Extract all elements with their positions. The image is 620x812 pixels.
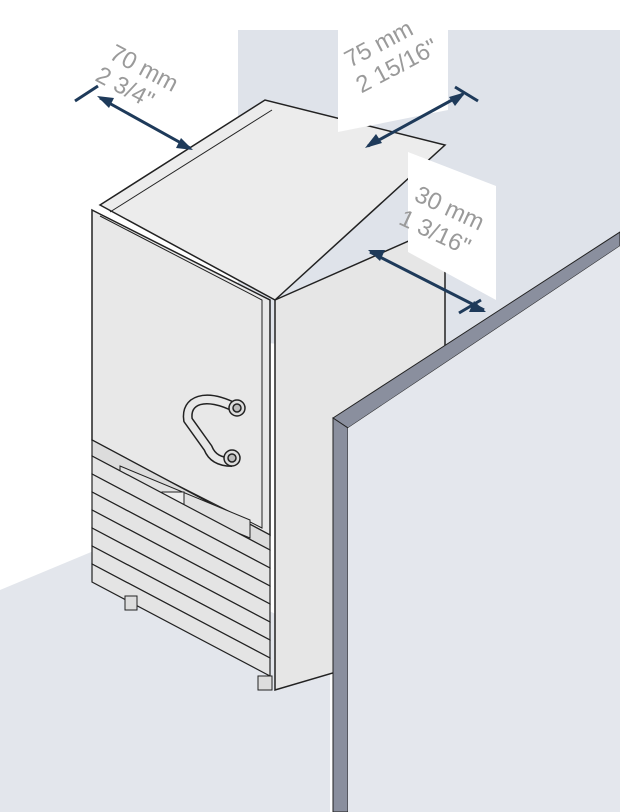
- dimension-arrow-top-right: [365, 85, 479, 148]
- foot-right: [257, 675, 273, 691]
- front-wall-face: [348, 246, 620, 812]
- door-handle: [182, 394, 246, 467]
- foot-left: [124, 595, 138, 611]
- dimension-arrow-right-side: [368, 250, 486, 315]
- cabinet-top-edge: [109, 109, 273, 213]
- cabinet-top: [98, 99, 447, 301]
- dimension-arrow-top-left: [74, 84, 193, 150]
- label-bg-right-side: [408, 152, 496, 300]
- front-wall-left-edge: [332, 417, 349, 812]
- ventilation-grille: [91, 455, 271, 677]
- label-bg-top-right: [338, 2, 448, 132]
